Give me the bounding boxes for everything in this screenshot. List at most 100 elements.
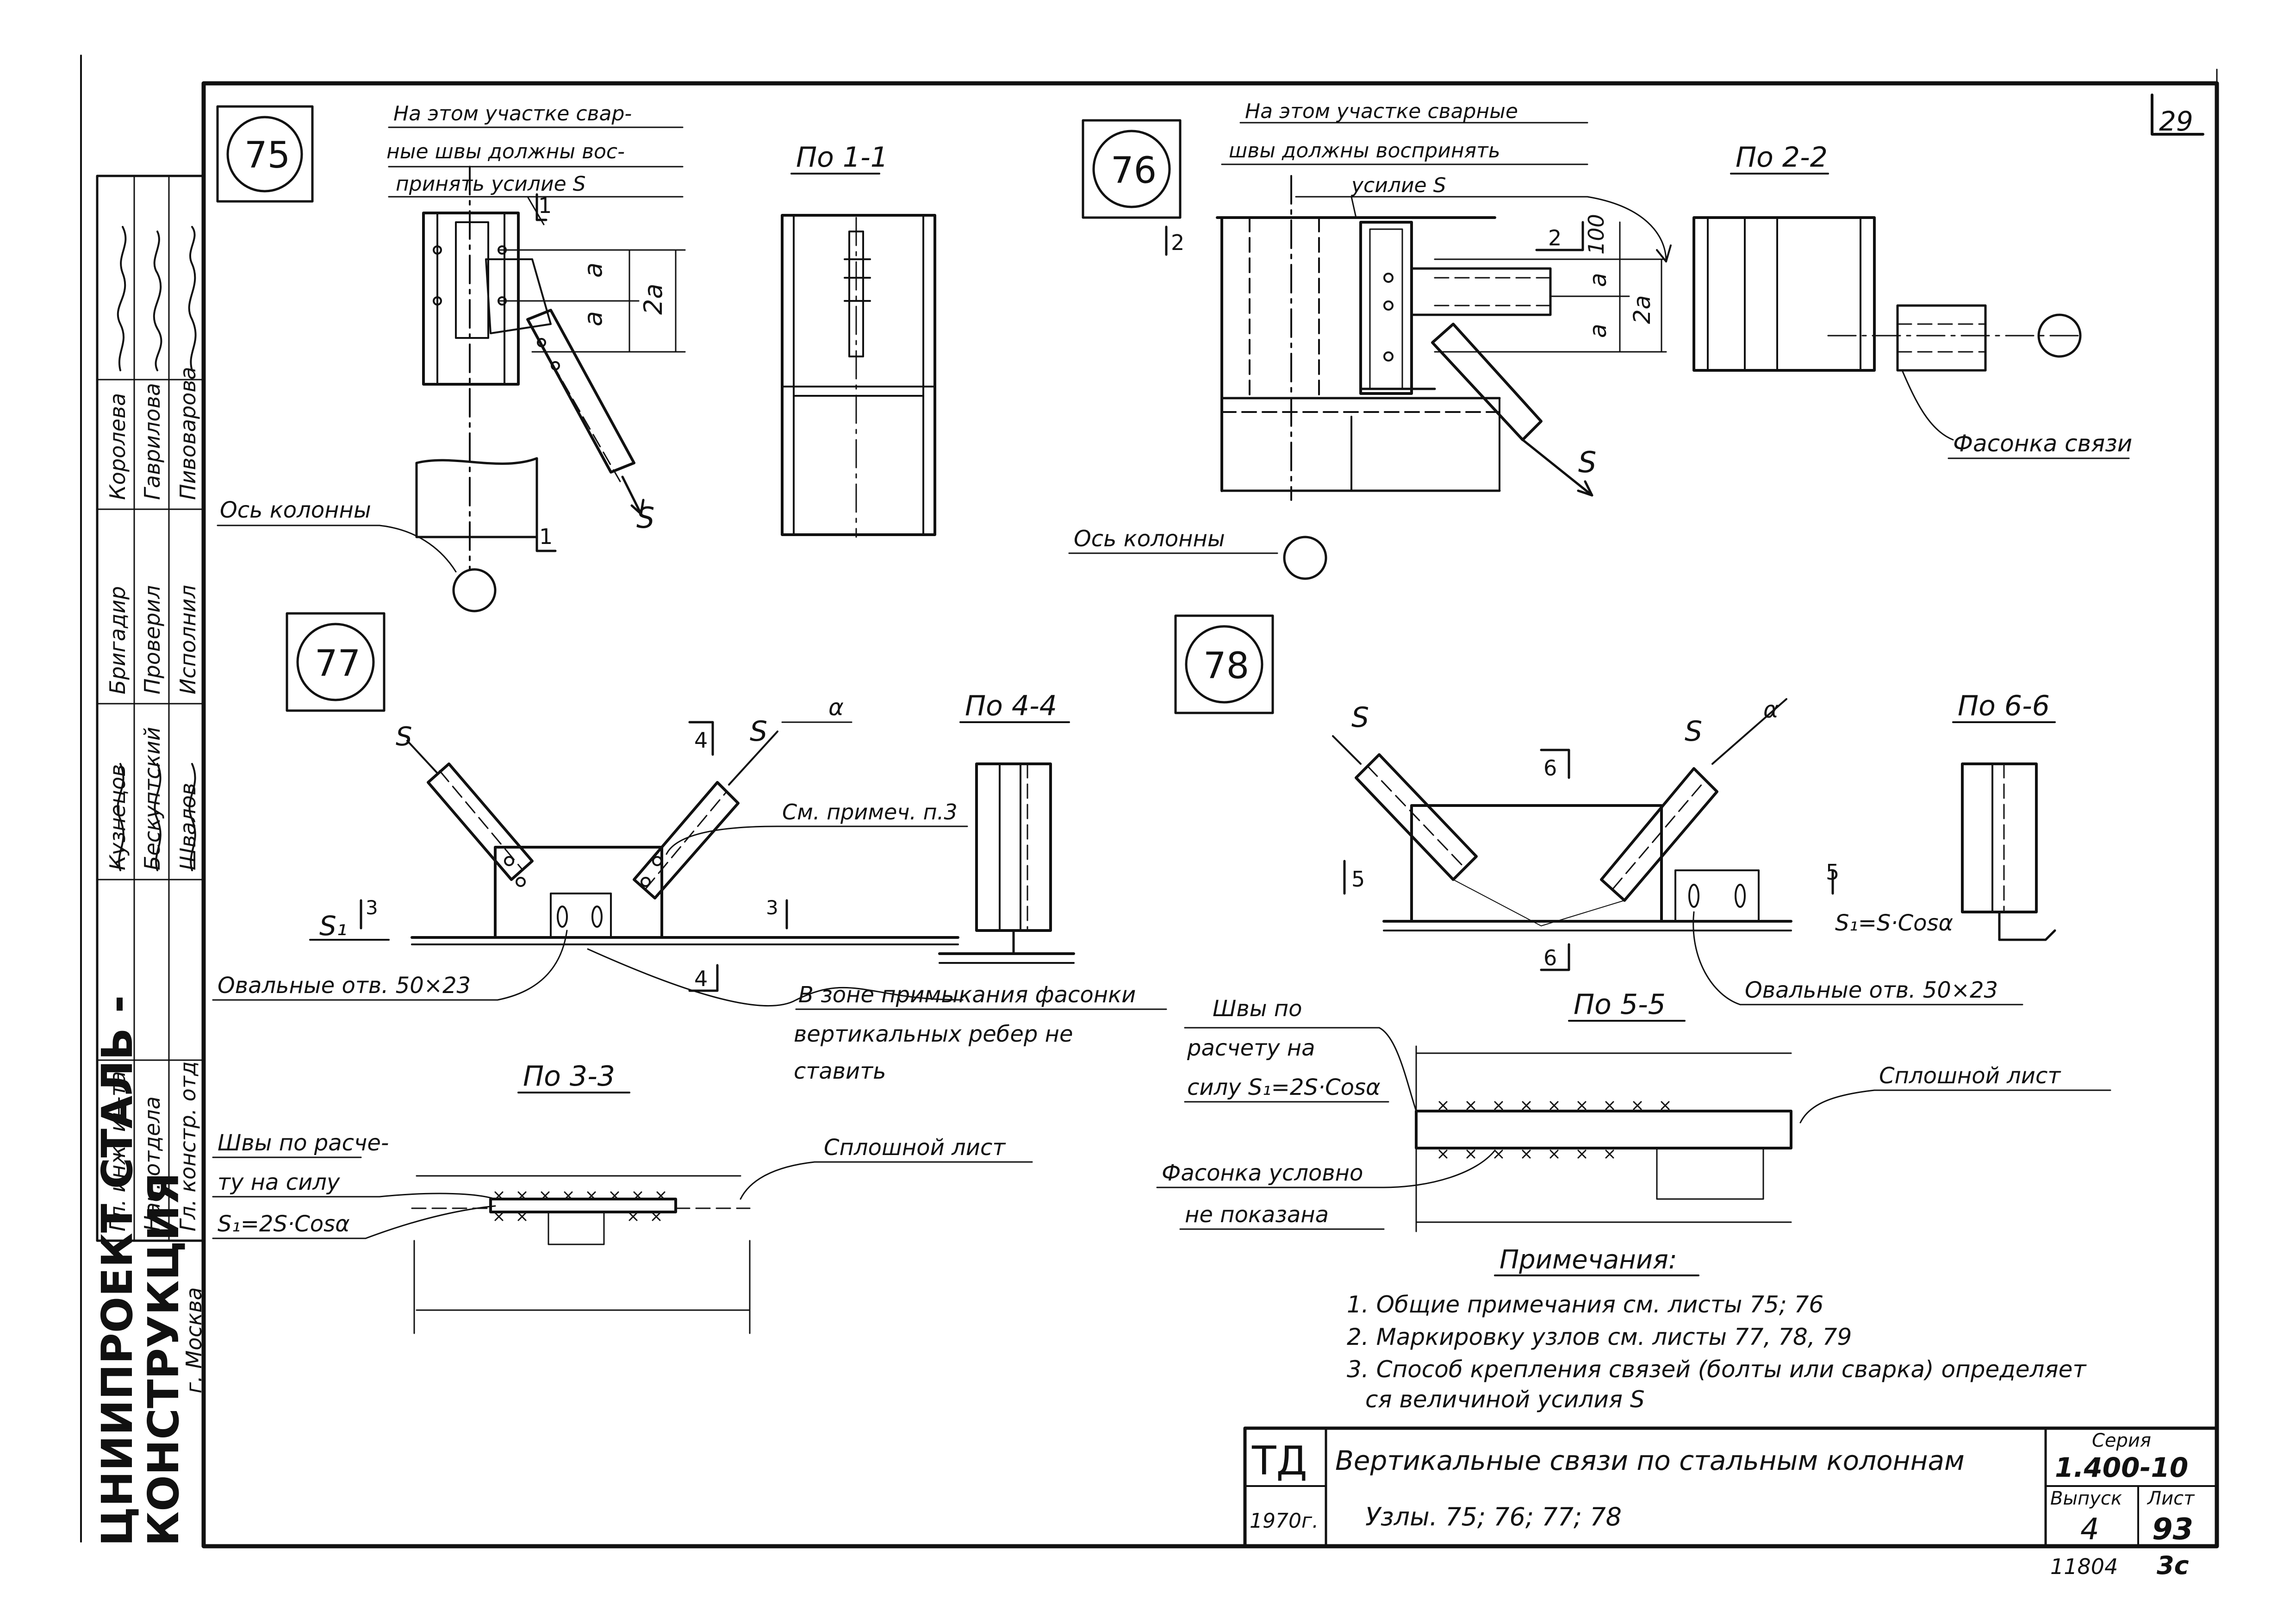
svg-text:Исполнил: Исполнил: [175, 585, 200, 694]
node-78-welds-2: расчету на: [1187, 1035, 1315, 1061]
node-77-welds-3: S₁=2S·Cosα: [218, 1211, 350, 1237]
node-76-section-title: По 2-2: [1736, 141, 1828, 174]
node-76: 76 На этом участке сварные швы должны во…: [1068, 100, 2132, 580]
node-76-dim-2a: 2a: [1629, 295, 1655, 324]
series-value: 1.400-10: [2055, 1452, 2188, 1483]
sheet-frame: [80, 55, 2219, 1549]
node-77-section33-title: По 3-3: [523, 1060, 615, 1093]
svg-text:Гл. констр. отд: Гл. констр. отд: [175, 1061, 200, 1231]
node-78-force-right: S: [1685, 715, 1702, 748]
note-2: 2. Маркировку узлов см. листы 77, 78, 79: [1347, 1324, 1852, 1350]
title-subtitle: Узлы. 75; 76; 77; 78: [1365, 1502, 1622, 1531]
node-77-zone-1: В зоне примыкания фасонки: [798, 982, 1136, 1008]
node-76-dim-a2: a: [1585, 324, 1612, 338]
node-77-welds-1: Швы по расче-: [218, 1130, 389, 1156]
node-77-cut3-right: 3: [766, 896, 778, 919]
node-78-cut5-left: 5: [1351, 867, 1365, 892]
node-76-dim-a: a: [1585, 273, 1612, 287]
node-77-force-s1: S₁: [319, 910, 347, 942]
role-3: Гл. констр. отд: [175, 1061, 200, 1231]
sheet-number: 29: [2159, 106, 2193, 137]
node-78-section55-title: По 5-5: [1574, 988, 1666, 1021]
node-78-gusset-1: Фасонка условно: [1162, 1160, 1363, 1186]
title-main: Вертикальные связи по стальным колоннам: [1335, 1445, 1965, 1476]
node-76-cut-left: 2: [1171, 230, 1184, 255]
node-77-section44-title: По 4-4: [965, 690, 1057, 722]
role-1: Гл. инж. ин-та: [105, 1071, 130, 1231]
node-77-cut4-bottom: 4: [694, 966, 708, 991]
node-78-cut5-right: 5: [1826, 860, 1839, 885]
node-77-welds-2: ту на силу: [218, 1169, 340, 1195]
node-78-cut6-top: 6: [1543, 756, 1557, 781]
node-78-plate-label: Сплошной лист: [1879, 1063, 2061, 1089]
node-75-dim-2a: 2a: [639, 284, 668, 315]
node-76-cut-right: 2: [1548, 225, 1562, 250]
node-78: 78 S S α 5 5 6 6 S₁=S·Cosα Овальные отв.…: [1156, 614, 2111, 1232]
node-77-id: 77: [315, 643, 361, 685]
node-77-see-note: См. примеч. п.3: [782, 800, 958, 824]
svg-text:Кузнецов: Кузнецов: [105, 764, 130, 870]
left-stamp: [96, 175, 205, 1242]
svg-text:ЦНИИПРОЕКТ СТАЛЬ -: ЦНИИПРОЕКТ СТАЛЬ -: [93, 995, 142, 1546]
series-label: Серия: [2092, 1430, 2151, 1451]
issue-label: Выпуск: [2050, 1488, 2122, 1509]
svg-text:Нач. отдела: Нач. отдела: [140, 1096, 165, 1231]
svg-text:Швалов: Швалов: [175, 783, 200, 870]
title-year: 1970г.: [1250, 1509, 1319, 1533]
svg-text:Бригадир: Бригадир: [105, 586, 130, 694]
name-1: Кузнецов: [105, 764, 130, 870]
node-76-note-1: На этом участке сварные: [1245, 100, 1518, 123]
node-76-dim-100: 100: [1584, 214, 1609, 255]
title-block: ТД 1970г. Вертикальные связи по стальным…: [1243, 1426, 2219, 1580]
node-78-alpha: α: [1763, 696, 1779, 723]
svg-text:Королева: Королева: [105, 393, 130, 500]
role-2: Нач. отдела: [140, 1096, 165, 1231]
note-3: 3. Способ крепления связей (болты или св…: [1347, 1356, 2087, 1383]
node-77-zone-3: ставить: [794, 1058, 886, 1084]
note-1: 1. Общие примечания см. листы 75; 76: [1347, 1291, 1823, 1318]
notes-title: Примечания:: [1500, 1245, 1677, 1275]
node-78-formula: S₁=S·Cosα: [1835, 910, 1953, 936]
signature-scribbles: [117, 226, 197, 871]
org-name-line1: ЦНИИПРОЕКТ СТАЛЬ -: [93, 995, 142, 1546]
node-77-force-left: S: [396, 722, 412, 752]
node-78-welds-1: Швы по: [1213, 996, 1302, 1022]
node-75: 75 a a 2a 1 1 S: [216, 102, 936, 612]
node-77: 77 S S α S₁ 3 3 4 4: [212, 612, 1167, 1334]
role-6: Исполнил: [175, 585, 200, 694]
node-75-id: 75: [244, 135, 290, 176]
svg-text:Гаврилова: Гаврилова: [140, 383, 165, 500]
node-75-note-1: На этом участке свар-: [393, 102, 632, 125]
node-75-cut-bottom: 1: [539, 524, 553, 549]
node-75-dim-a: a: [579, 262, 608, 278]
node-77-cut3-left: 3: [366, 896, 378, 919]
node-75-dim-a2: a: [579, 311, 608, 326]
svg-text:Гл. инж. ин-та: Гл. инж. ин-та: [105, 1071, 130, 1231]
node-75-note-2: ные швы должны вос-: [386, 140, 625, 163]
node-78-section66-title: По 6-6: [1958, 690, 2050, 722]
role-5: Проверил: [140, 585, 165, 694]
name-4: Королева: [105, 393, 130, 500]
node-76-note-3: усилие S: [1350, 174, 1446, 197]
extra-mark: 3с: [2157, 1551, 2189, 1580]
node-77-zone-2: вертикальных ребер не: [794, 1021, 1073, 1047]
org-city: г. Москва: [181, 1287, 206, 1393]
sheet-label: Лист: [2147, 1488, 2195, 1509]
node-78-welds-3: силу S₁=2S·Cosα: [1187, 1074, 1381, 1100]
node-75-axis-label: Ось колонны: [220, 497, 371, 523]
svg-text:Пивоварова: Пивоварова: [175, 367, 200, 500]
svg-text:Бескуптский: Бескуптский: [140, 727, 165, 870]
node-77-holes-label: Овальные отв. 50×23: [218, 973, 471, 999]
node-78-gusset-2: не показана: [1185, 1202, 1329, 1228]
name-6: Пивоварова: [175, 367, 200, 500]
node-78-id: 78: [1203, 645, 1249, 687]
node-76-axis-label: Ось колонны: [1074, 526, 1225, 552]
inv-number: 11804: [2050, 1554, 2118, 1579]
node-77-force-right: S: [750, 715, 767, 748]
node-78-cut6-bottom: 6: [1543, 945, 1557, 970]
role-4: Бригадир: [105, 586, 130, 694]
svg-text:Проверил: Проверил: [140, 585, 165, 694]
node-77-cut4-top: 4: [694, 728, 708, 753]
org-name-line2: КОНСТРУКЦИЯ: [139, 1173, 188, 1546]
